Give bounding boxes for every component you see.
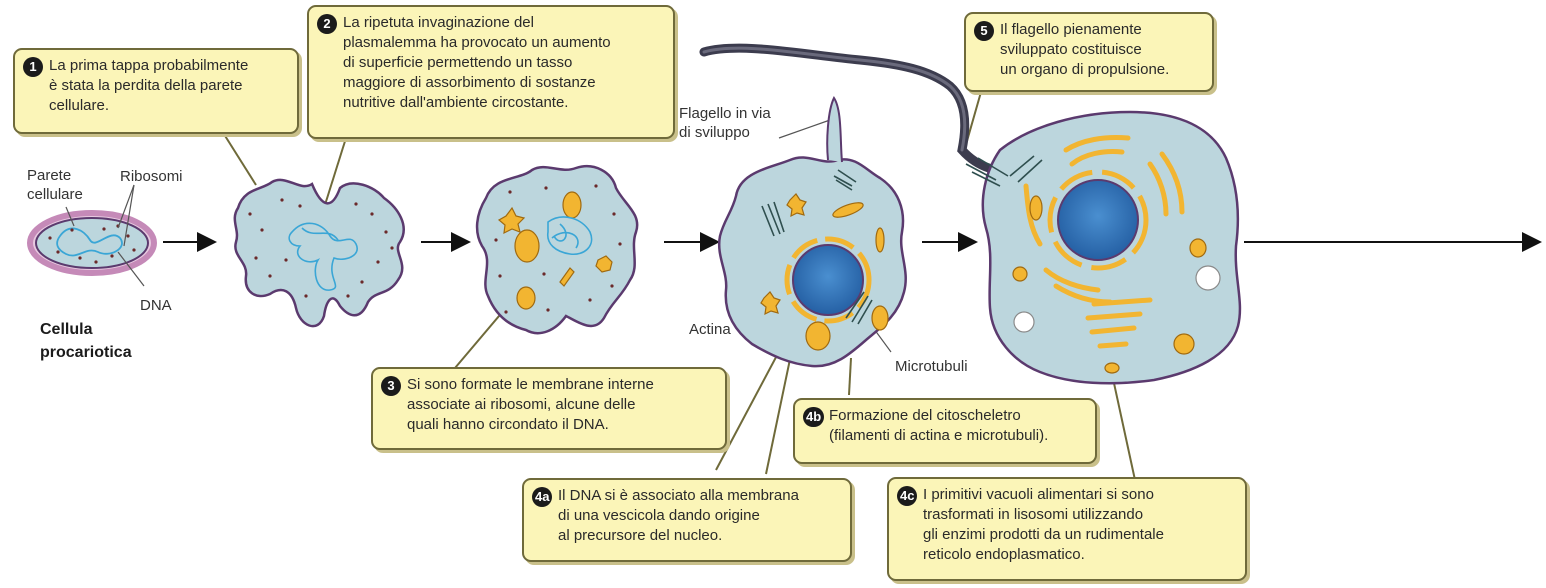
callout-step-4b: 4b Formazione del citoscheletro (filamen… bbox=[793, 398, 1097, 464]
internal-membranes-cell bbox=[477, 166, 637, 333]
step-number-badge: 5 bbox=[974, 21, 994, 41]
callout-step-5: 5 Il flagello pienamente sviluppato cost… bbox=[964, 12, 1214, 92]
callout-text: Il flagello pienamente sviluppato costit… bbox=[1000, 20, 1202, 80]
label-prokaryotic-cell: Cellula procariotica bbox=[40, 318, 132, 364]
callout-step-4c: 4c I primitivi vacuoli alimentari si son… bbox=[887, 477, 1247, 581]
label-microtubules: Microtubuli bbox=[895, 357, 968, 376]
callout-text: Formazione del citoscheletro (filamenti … bbox=[829, 406, 1085, 446]
step-number-badge: 4c bbox=[897, 486, 917, 506]
callout-step-2: 2 La ripetuta invaginazione del plasmale… bbox=[307, 5, 675, 139]
callout-text: I primitivi vacuoli alimentari si sono t… bbox=[923, 485, 1235, 565]
callout-step-3: 3 Si sono formate le membrane interne as… bbox=[371, 367, 727, 450]
step-number-badge: 3 bbox=[381, 376, 401, 396]
callout-text: Il DNA si è associato alla membrana di u… bbox=[558, 486, 840, 546]
label-actin: Actina bbox=[689, 320, 731, 339]
label-cell-wall: Parete cellulare bbox=[27, 166, 83, 204]
label-developing-flagellum: Flagello in via di sviluppo bbox=[679, 104, 771, 142]
invaginated-cell bbox=[235, 180, 404, 326]
callout-text: La prima tappa probabilmente è stata la … bbox=[49, 56, 287, 116]
step-number-badge: 4a bbox=[532, 487, 552, 507]
step-number-badge: 4b bbox=[803, 407, 824, 427]
callout-step-4a: 4a Il DNA si è associato alla membrana d… bbox=[522, 478, 852, 562]
prokaryotic-cell bbox=[30, 213, 154, 273]
label-dna: DNA bbox=[140, 296, 172, 315]
callout-text: Si sono formate le membrane interne asso… bbox=[407, 375, 715, 435]
callout-text: La ripetuta invaginazione del plasmalemm… bbox=[343, 13, 663, 113]
callout-step-1: 1 La prima tappa probabilmente è stata l… bbox=[13, 48, 299, 134]
label-ribosomes: Ribosomi bbox=[120, 167, 183, 186]
step-number-badge: 1 bbox=[23, 57, 43, 77]
step-number-badge: 2 bbox=[317, 14, 337, 34]
